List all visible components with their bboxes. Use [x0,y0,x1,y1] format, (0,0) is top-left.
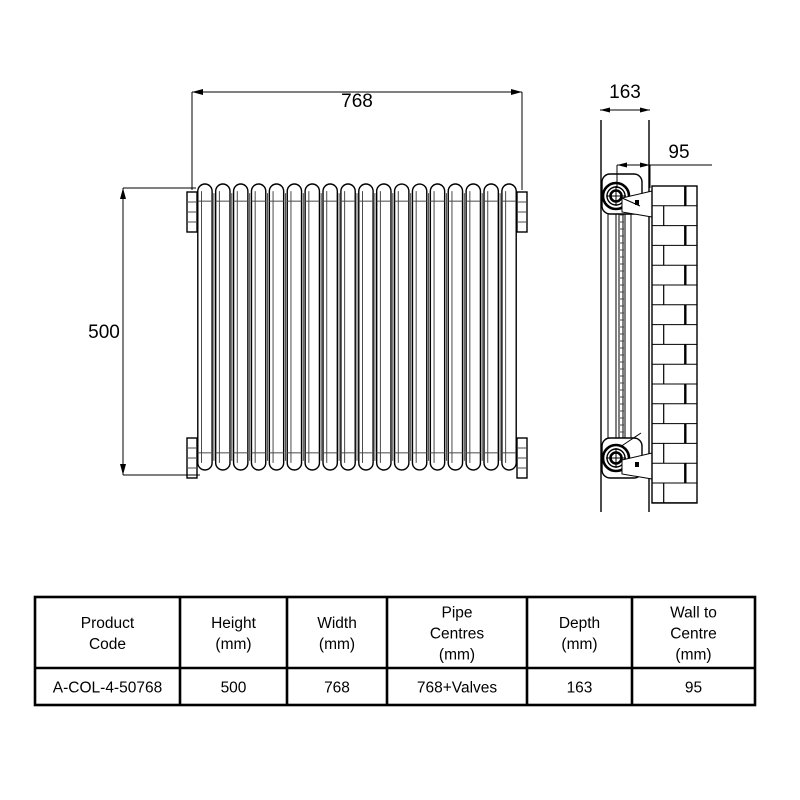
table-header-cell: (mm) [319,636,355,653]
height-dimension-label: 500 [88,322,120,343]
side-top-valve-assembly [601,173,653,218]
radiator-column [322,183,339,471]
radiator-column [268,183,285,471]
radiator-column [232,183,249,471]
radiator-column [447,183,464,471]
wtc-arrow-left [617,162,627,168]
wtc-arrow-right [640,162,650,168]
top-bracket-hole [635,200,639,205]
width-arrow-right [511,89,522,95]
table-data-cell: 163 [567,680,593,697]
table-header-cell: Product [81,615,135,632]
table-data-cell: 95 [685,680,702,697]
table-data-cell: 768+Valves [417,680,498,697]
radiator-column [250,183,267,471]
table-header-cell: Centres [430,626,485,643]
side-elevation [600,120,653,512]
table-header-cell: Height [211,615,256,632]
table-border [33,595,757,707]
radiator-column [375,183,392,471]
radiator-column [197,183,213,471]
table-data-cell: 500 [221,680,247,697]
wall-to-centre-dimension: 95 [616,142,712,188]
table-header-cell: Width [317,615,357,632]
radiator-column [429,183,446,471]
front-elevation [186,183,528,479]
width-arrow-left [192,89,203,95]
depth-arrow-right [640,107,650,113]
table-header-cell: Wall to [670,605,717,622]
height-arrow-bottom [120,464,126,475]
brick-wall [651,185,698,504]
radiator-column [483,183,500,471]
radiator-column [393,183,410,471]
height-dimension: 500 [88,187,200,476]
radiator-column [411,183,428,471]
top-bracket-leader [621,197,641,207]
radiator-column [465,183,482,471]
width-dimension-label: 768 [341,91,373,112]
side-bottom-valve-assembly [601,432,653,480]
table-header-cell: (mm) [561,636,597,653]
table-header-cell: Pipe [441,605,472,622]
radiator-column [304,183,321,471]
radiator-column [214,183,231,471]
radiator-column [358,183,374,471]
wall-to-centre-dimension-label: 95 [668,142,689,163]
table-data-cell: A-COL-4-50768 [53,680,162,697]
radiator-column [340,183,356,471]
table-header-cell: Centre [670,626,717,643]
table-header-cell: Depth [559,615,600,632]
table-header-cell: (mm) [439,647,475,664]
table-data-cell: 768 [324,680,350,697]
bottom-bracket-hole [635,462,639,467]
table-header-cell: (mm) [675,647,711,664]
radiator-column [286,183,303,471]
depth-dimension: 163 [600,82,650,113]
bottom-bracket-leader [619,432,642,448]
radiator-column [501,183,517,471]
depth-dimension-label: 163 [609,82,641,103]
table-header-cell: (mm) [215,636,251,653]
height-arrow-top [120,188,126,199]
depth-arrow-left [600,107,610,113]
table-header-cell: Code [89,636,126,653]
width-dimension: 768 [191,89,523,190]
